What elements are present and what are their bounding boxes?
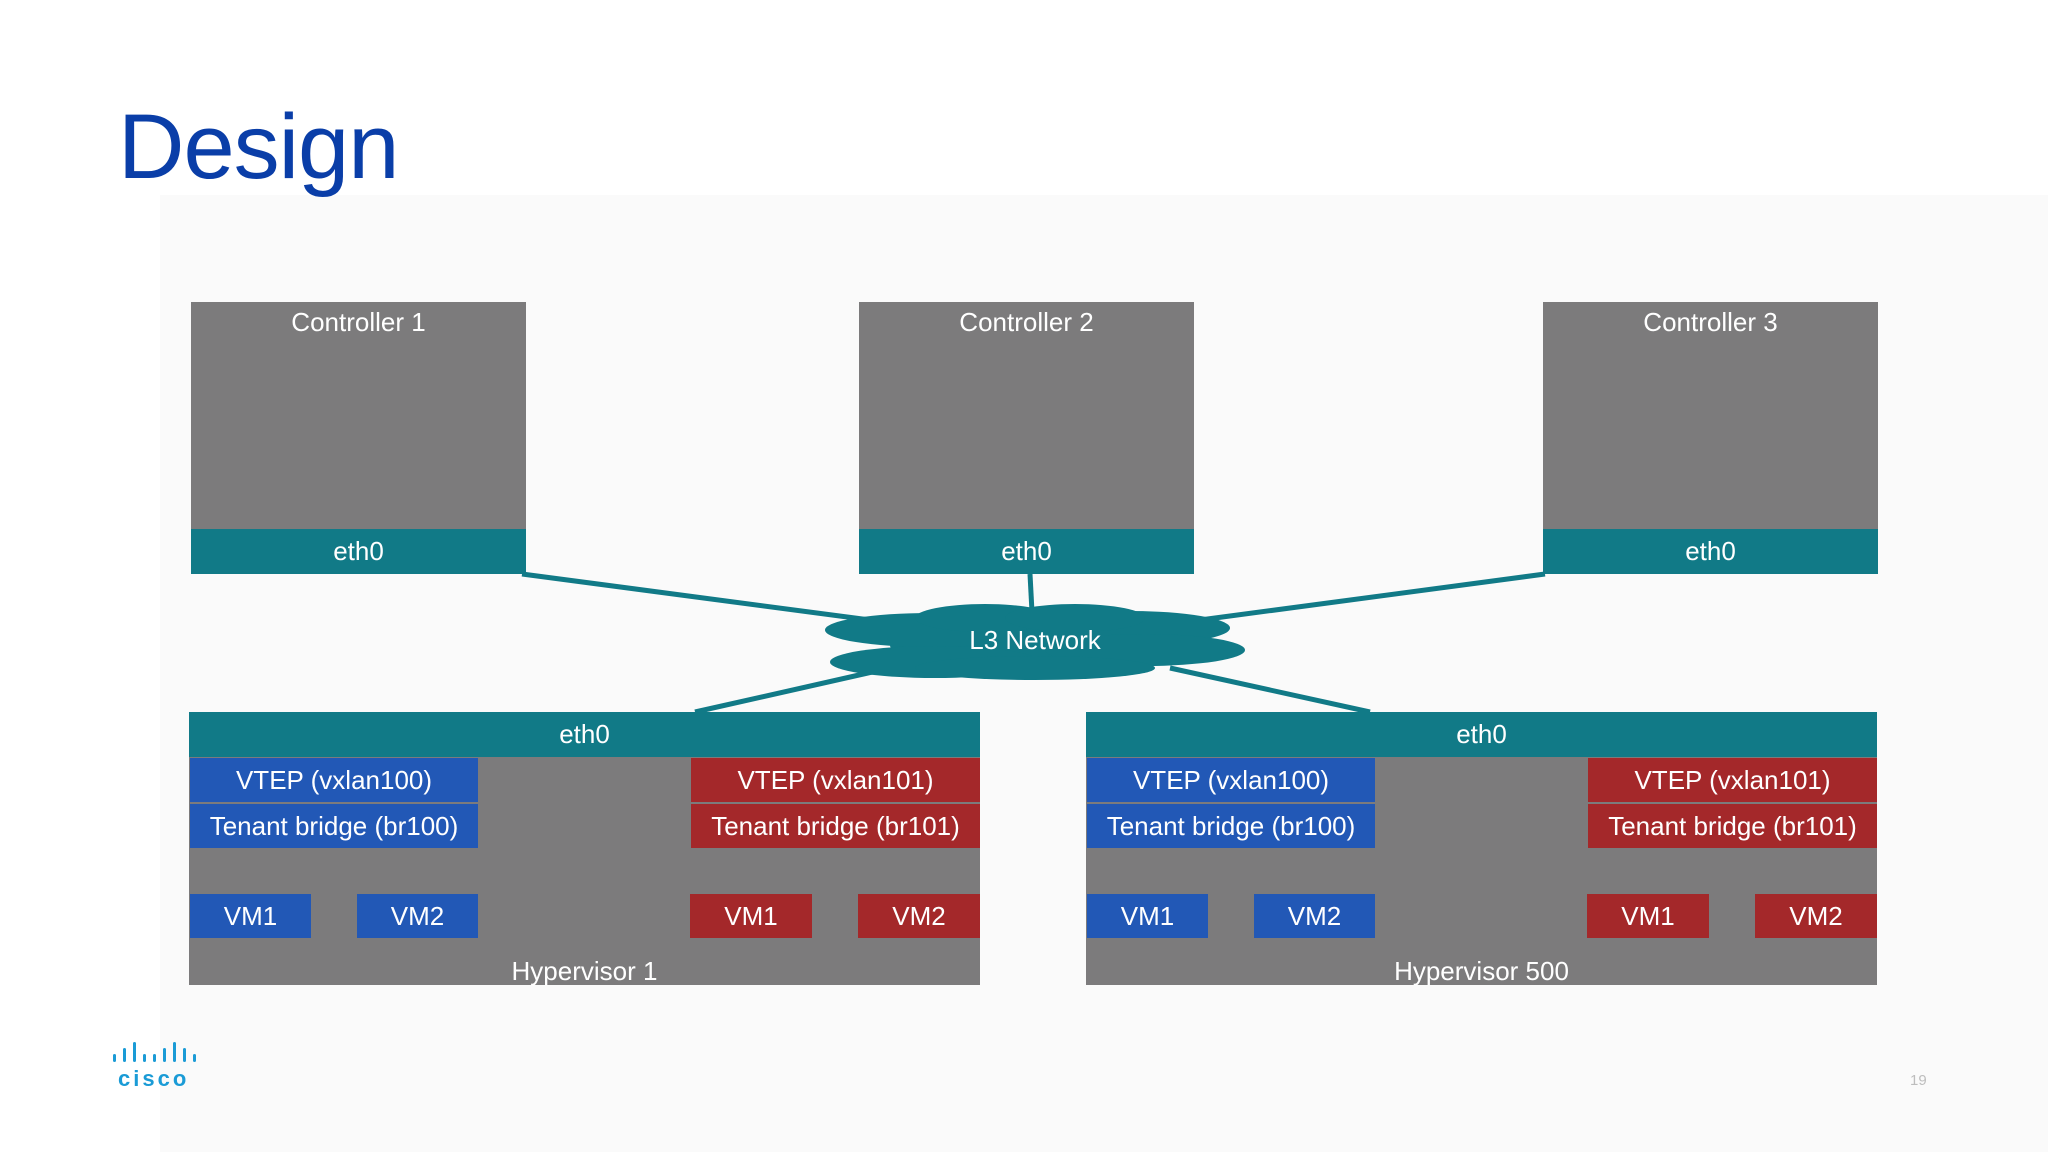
link-controller1-network [521,571,871,623]
vtep-vxlan101: VTEP (vxlan101) [691,758,980,802]
controller-1: Controller 1 eth0 [191,302,526,574]
vm2-red: VM2 [1755,894,1877,938]
link-hypervisor1-network [694,665,891,715]
vm2-red: VM2 [858,894,980,938]
controller-eth0: eth0 [859,529,1194,574]
cisco-wordmark: cisco [118,1066,190,1091]
tenant-bridge-br101: Tenant bridge (br101) [1588,804,1877,848]
slide-title: Design [118,96,399,198]
link-controller3-network [1199,571,1546,623]
hypervisor-500: eth0 VTEP (vxlan100) Tenant bridge (br10… [1086,712,1877,986]
vm1-red: VM1 [690,894,812,938]
vtep-vxlan100: VTEP (vxlan100) [190,758,478,802]
hypervisor-name: Hypervisor 500 [1394,956,1569,986]
vm1-blue: VM1 [190,894,311,938]
vtep-vxlan100: VTEP (vxlan100) [1087,758,1375,802]
tenant-bridge-br101: Tenant bridge (br101) [691,804,980,848]
vtep-vxlan101: VTEP (vxlan101) [1588,758,1877,802]
controller-name: Controller 3 [1643,307,1778,337]
hypervisor-1: eth0 VTEP (vxlan100) Tenant bridge (br10… [189,712,980,986]
controller-name: Controller 2 [959,307,1094,337]
controller-eth0: eth0 [1543,529,1878,574]
hypervisor-eth0: eth0 [189,712,980,757]
vm1-blue: VM1 [1087,894,1208,938]
cisco-bars-icon [113,1042,196,1062]
vm1-red: VM1 [1587,894,1709,938]
controller-eth0: eth0 [191,529,526,574]
controller-2: Controller 2 eth0 [859,302,1194,574]
vm2-blue: VM2 [1254,894,1375,938]
tenant-bridge-br100: Tenant bridge (br100) [1087,804,1375,848]
l3-network-cloud-icon [825,604,1245,680]
tenant-bridge-br100: Tenant bridge (br100) [190,804,478,848]
cisco-logo: cisco [110,1042,200,1091]
vm2-blue: VM2 [357,894,478,938]
hypervisor-name: Hypervisor 1 [511,956,658,986]
l3-network-label: L3 Network [969,625,1101,655]
link-controller2-network [1027,573,1035,613]
controller-3: Controller 3 eth0 [1543,302,1878,574]
link-hypervisor500-network [1169,665,1371,715]
hypervisor-eth0: eth0 [1086,712,1877,757]
page-number: 19 [1910,1072,1927,1089]
controller-name: Controller 1 [291,307,426,337]
